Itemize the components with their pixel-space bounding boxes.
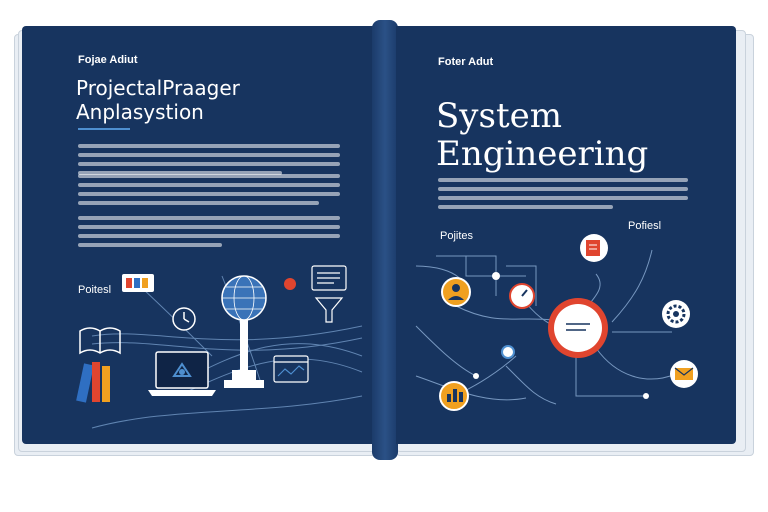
gauge-icon [509, 283, 535, 309]
node-dot-icon [492, 272, 500, 280]
gear-icon [662, 300, 690, 328]
funnel-icon [314, 297, 344, 323]
left-illustration [76, 265, 363, 429]
red-dot-icon [284, 278, 296, 290]
left-title-rule [78, 128, 130, 130]
laptop-icon [148, 351, 216, 396]
right-kicker: Foter Adut [438, 56, 494, 68]
chart-icon [439, 381, 469, 411]
right-paragraph [438, 178, 688, 214]
left-title-line1: ProjectalPraager [76, 76, 240, 100]
node-dot-icon [643, 393, 649, 399]
diagram-label-right: Pofiesl [628, 220, 662, 232]
people-icon [441, 277, 471, 307]
left-title-line2: Anplasystion [76, 100, 204, 124]
envelope-icon [670, 360, 698, 388]
diagram-label-left: Pojites [440, 230, 474, 242]
device-icon [122, 274, 154, 292]
right-title-line2: Engineering [436, 134, 649, 174]
open-book-icon [79, 327, 121, 355]
books-icon [76, 362, 110, 403]
left-illustration-label: Poitesl [78, 284, 112, 296]
left-kicker: Fojae Adiut [78, 54, 138, 66]
node-dot-icon [473, 373, 479, 379]
document-icon [580, 234, 608, 262]
left-paragraph-2 [78, 174, 340, 210]
system-diagram [415, 234, 698, 411]
left-paragraph-3 [78, 216, 340, 252]
chart-window-icon [273, 355, 309, 383]
left-page: Fojae Adiut ProjectalPraager Anplasystio… [22, 26, 374, 444]
clock-icon [172, 307, 196, 331]
right-page: Foter Adut System Engineering Pojites Po… [396, 26, 736, 444]
node-small-icon [501, 345, 515, 359]
document-icon [311, 265, 347, 291]
book-spine [372, 20, 398, 460]
left-paragraph-1 [78, 144, 340, 180]
right-title-line1: System [436, 96, 562, 136]
hub-circle-icon [548, 298, 608, 358]
globe-lamp-icon [221, 275, 267, 388]
